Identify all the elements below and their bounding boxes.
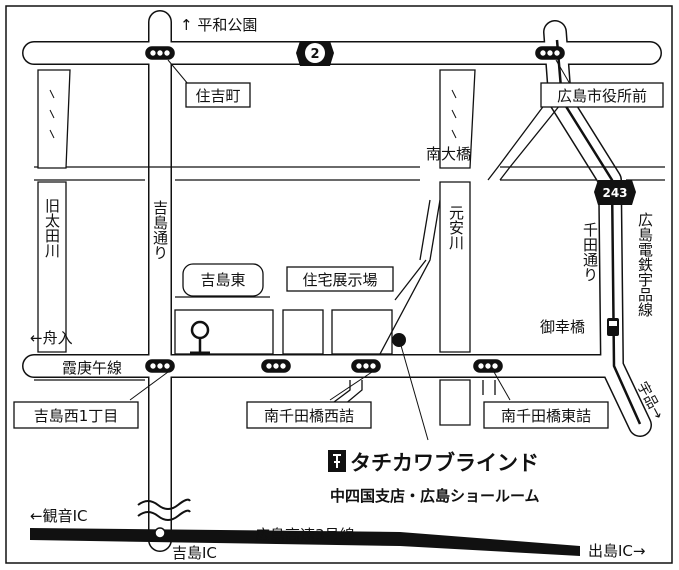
- label-motoyasu-gawa: 元安川: [447, 205, 465, 250]
- label-city-hall: 広島市役所前: [557, 87, 647, 105]
- label-dentetsu-ujina: 広島電鉄宇品線: [636, 212, 654, 317]
- label-boxes: [13, 82, 664, 429]
- map-labels: ↑ 平和公園 住吉町 広島市役所前 南大橋 旧太田川 吉島通り 元安川 千田通り…: [30, 16, 666, 562]
- label-minami-ohashi: 南大橋: [426, 145, 471, 163]
- leader-lines: [129, 59, 571, 441]
- label-minami-senda-higashi: 南千田橋東詰: [501, 407, 591, 425]
- label-senda-dori: 千田通り: [581, 222, 599, 282]
- expressway: [30, 498, 580, 556]
- label-yoshijima-dori: 吉島通り: [151, 200, 169, 260]
- signal-city-hall-icon: [535, 46, 565, 60]
- tram-icon: [607, 318, 619, 336]
- label-funairi: ←舟入: [30, 329, 73, 347]
- signal-yoshijima-nishi-icon: [145, 359, 175, 373]
- label-kasumi-gosen: 霞庚午線: [62, 359, 122, 377]
- route-243-label: 243: [602, 186, 627, 200]
- bus-stop-icon: [190, 320, 210, 355]
- company-branch: 中四国支店・広島ショールーム: [330, 487, 540, 505]
- label-yoshijima-nishi: 吉島西1丁目: [34, 407, 119, 425]
- label-minami-senda-nishi: 南千田橋西詰: [264, 407, 354, 425]
- route-2-badge: 2: [296, 41, 334, 66]
- label-heiwa-park: ↑ 平和公園: [180, 16, 257, 34]
- label-housing-show: 住宅展示場: [302, 271, 377, 289]
- label-miyukibashi: 御幸橋: [540, 318, 585, 336]
- traffic-signals: [145, 46, 565, 373]
- signal-mid-icon: [261, 359, 291, 373]
- label-yoshijima-higashi: 吉島東: [200, 271, 245, 289]
- label-kannon-ic: ←観音IC: [30, 507, 87, 525]
- rivers: [37, 69, 476, 426]
- signal-minami-senda-higashi-icon: [473, 359, 503, 373]
- route-2-label: 2: [310, 47, 319, 62]
- signal-minami-senda-nishi-icon: [351, 359, 381, 373]
- label-yoshijima-ic: 吉島IC: [172, 544, 217, 562]
- label-kyu-ota-gawa: 旧太田川: [43, 198, 61, 258]
- label-sumiyoshicho: 住吉町: [195, 87, 240, 105]
- showroom-location-icon: [392, 333, 406, 347]
- label-expressway: 広島高速3号線: [255, 526, 355, 544]
- company-block: タチカワブラインド 中四国支店・広島ショールーム: [328, 450, 540, 505]
- label-ujina-ic: 出島IC→: [588, 542, 645, 560]
- route-243-badge: 243: [594, 180, 636, 205]
- company-logo-text: タチカワブラインド: [350, 451, 539, 475]
- signal-sumiyoshicho-icon: [145, 46, 175, 60]
